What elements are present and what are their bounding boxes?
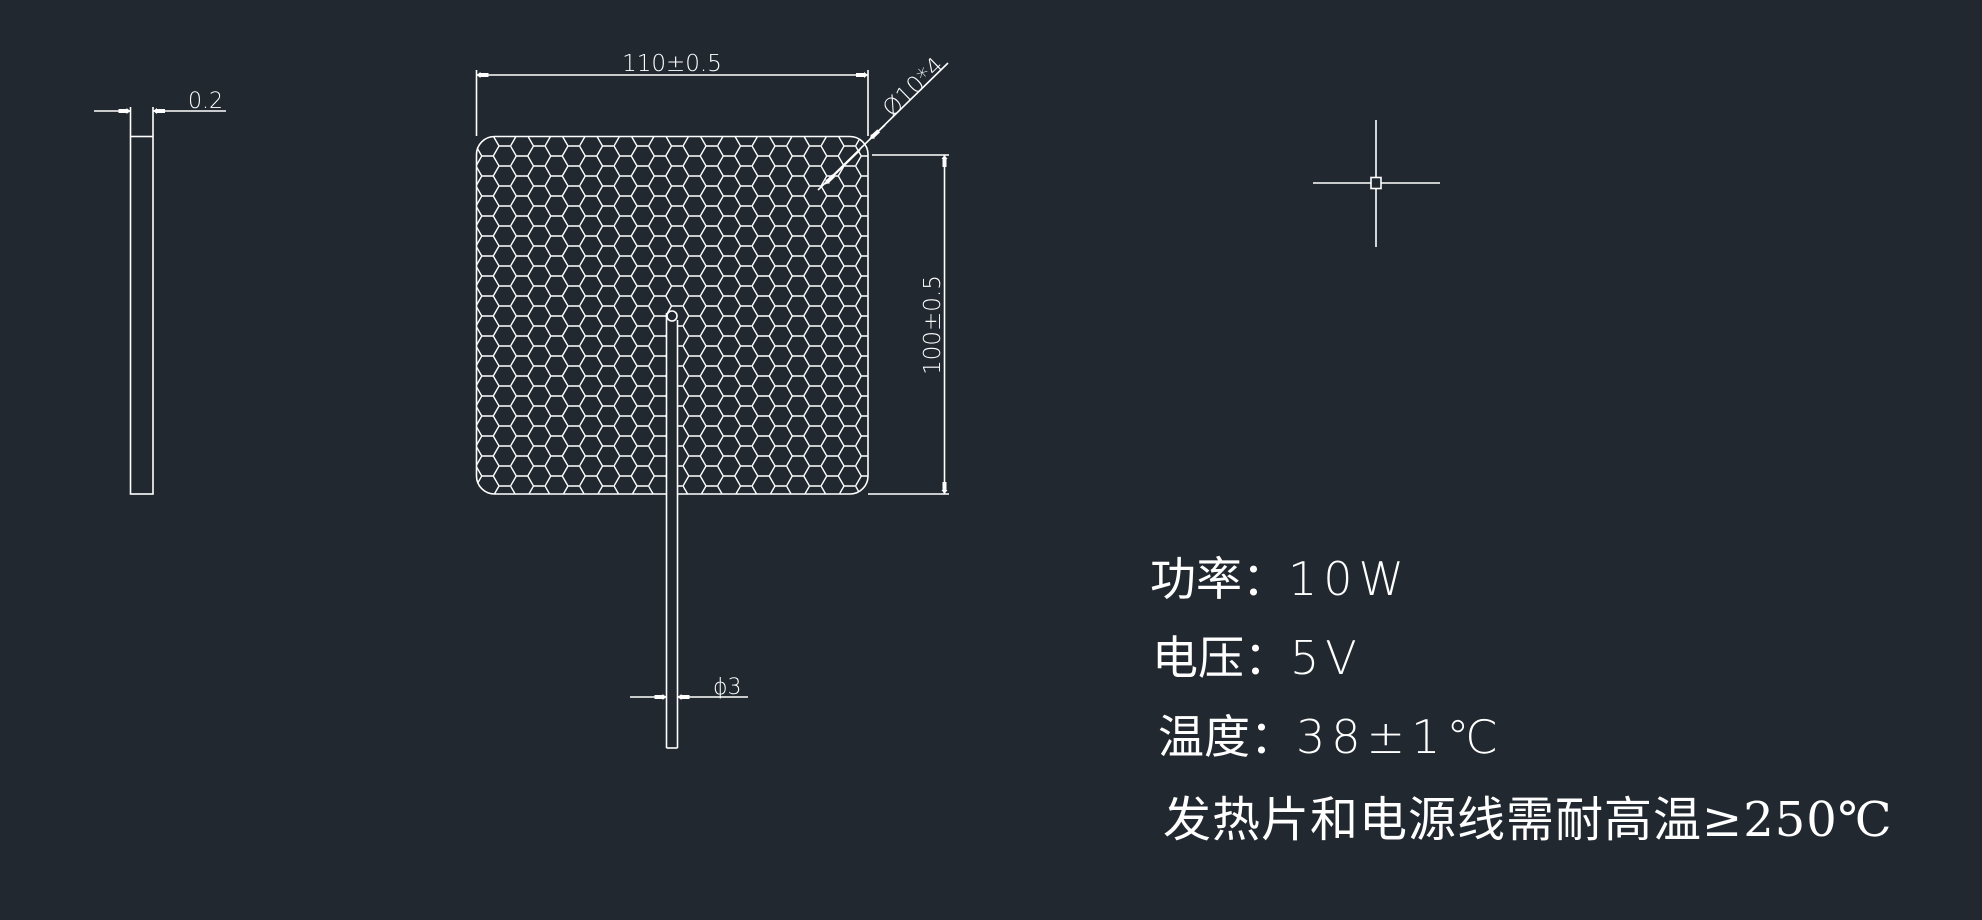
front-view: 110±0.5 100±0.5 Ø10*4 ϕ3: [475, 51, 949, 749]
side-view-profile: [129, 135, 154, 495]
cable-solder-point: [666, 310, 678, 322]
side-view: 0.2: [94, 89, 226, 495]
spec-power: 功率：10W: [1150, 556, 1410, 602]
thickness-dimension-label: 0.2: [188, 89, 223, 114]
dimension-arrow: [869, 124, 886, 140]
spec-temperature: 温度：38±1℃: [1158, 714, 1504, 760]
spec-temperature-label: 温度：: [1158, 710, 1296, 764]
crosshair-cursor-icon: [1313, 120, 1440, 247]
spec-voltage: 电压：5V: [1152, 635, 1363, 681]
spec-power-value: 10W: [1288, 552, 1411, 606]
dimension-arrow: [824, 149, 861, 185]
cable-mask: [666, 313, 678, 748]
spec-power-label: 功率：: [1150, 552, 1288, 606]
spec-high-temp-note: 发热片和电源线需耐高温≥250℃: [1163, 792, 1893, 848]
spec-voltage-label: 电压：: [1152, 631, 1290, 685]
width-dimension-label: 110±0.5: [622, 51, 722, 77]
height-dimension-label: 100±0.5: [920, 275, 946, 375]
cable-diameter-label: ϕ3: [713, 675, 742, 700]
spec-voltage-value: 5V: [1290, 631, 1363, 685]
hole-diameter-label: Ø10*4: [878, 53, 949, 123]
spec-temperature-value: 38±1℃: [1296, 710, 1505, 764]
